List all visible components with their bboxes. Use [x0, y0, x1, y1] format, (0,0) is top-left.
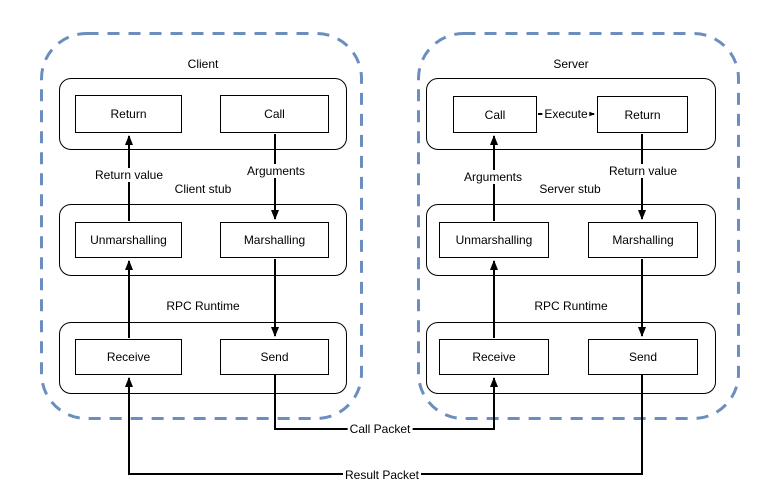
client-arguments-label: Arguments: [244, 164, 308, 178]
client-receive-box: Receive: [75, 339, 182, 375]
client-return-box: Return: [75, 95, 182, 133]
server-boundary: [417, 32, 740, 420]
server-unmarshalling-box: Unmarshalling: [439, 222, 549, 258]
server-marshalling-box: Marshalling: [588, 222, 698, 258]
server-stub-layer-box: [426, 204, 716, 276]
server-return-box: Return: [597, 96, 688, 133]
client-app-layer-box: [59, 78, 347, 150]
client-stub-title: Client stub: [174, 182, 232, 196]
client-marshalling-box: Marshalling: [220, 222, 329, 258]
server-runtime-title: RPC Runtime: [534, 299, 608, 313]
client-call-box: Call: [220, 95, 329, 133]
client-runtime-layer-box: [59, 322, 347, 394]
server-return-value-label: Return value: [606, 164, 680, 178]
server-arguments-label: Arguments: [461, 170, 525, 184]
server-app-layer-box: [426, 78, 716, 150]
client-send-box: Send: [220, 339, 329, 375]
client-unmarshalling-box: Unmarshalling: [75, 222, 182, 258]
client-title: Client: [187, 57, 219, 71]
client-boundary: [40, 32, 363, 420]
execute-label: Execute: [542, 107, 590, 121]
client-stub-layer-box: [59, 204, 347, 276]
server-title: Server: [553, 57, 589, 71]
server-call-box: Call: [453, 96, 537, 133]
server-runtime-layer-box: [426, 322, 716, 394]
server-receive-box: Receive: [439, 339, 549, 375]
server-send-box: Send: [588, 339, 698, 375]
client-runtime-title: RPC Runtime: [166, 299, 240, 313]
client-return-value-label: Return value: [92, 168, 166, 182]
call-packet-label: Call Packet: [347, 422, 413, 436]
server-stub-title: Server stub: [539, 182, 601, 196]
result-packet-label: Result Packet: [342, 468, 422, 482]
